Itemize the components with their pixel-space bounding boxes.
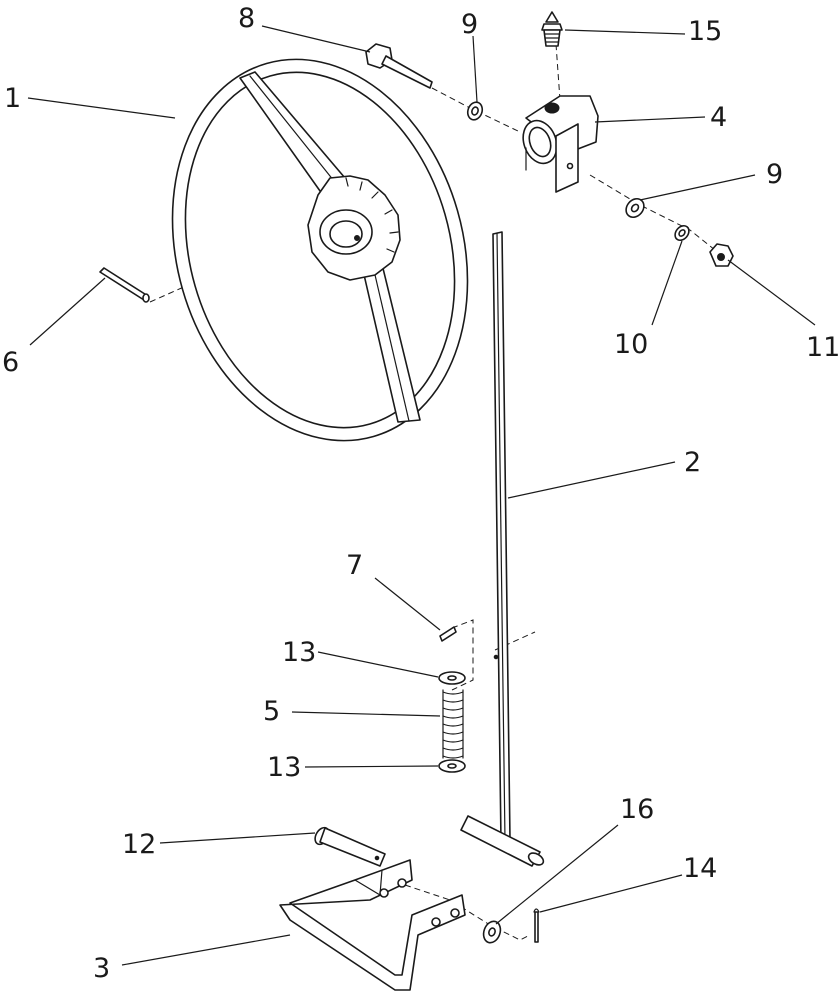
callout-11: 11: [806, 332, 840, 363]
washer-16: [482, 920, 502, 944]
spring: [442, 689, 464, 759]
steering-column: [460, 231, 545, 867]
hex-nut: [709, 243, 734, 267]
callout-4: 4: [710, 102, 727, 133]
callout-12: 12: [122, 829, 156, 860]
washer-9-upper: [466, 101, 484, 121]
clevis-pin: [314, 826, 386, 867]
leader-lines: [27, 25, 816, 966]
callout-15: 15: [688, 16, 722, 47]
bolt: [365, 43, 433, 89]
callout-16: 16: [620, 794, 654, 825]
lock-washer: [674, 224, 690, 242]
callout-7: 7: [346, 550, 363, 581]
clamp-block: [522, 95, 599, 193]
washer-9-lower: [625, 197, 645, 219]
roll-pin-7: [439, 626, 457, 642]
callout-5: 5: [263, 696, 280, 727]
callout-14: 14: [683, 853, 717, 884]
callout-13-lower: 13: [267, 752, 301, 783]
steering-wheel: [171, 58, 469, 442]
mounting-bracket: [279, 859, 466, 991]
roll-pin-6: [99, 267, 150, 303]
callout-8: 8: [238, 3, 255, 34]
callout-13-upper: 13: [282, 637, 316, 668]
cotter-pin: [533, 908, 540, 943]
washer-13-upper: [438, 671, 466, 685]
callout-2: 2: [684, 447, 701, 478]
callout-3: 3: [93, 953, 110, 984]
callout-1: 1: [4, 83, 21, 114]
callout-10: 10: [614, 329, 648, 360]
callout-9-upper: 9: [461, 9, 478, 40]
grease-fitting: [541, 11, 563, 47]
callout-labels: 1 2 3 4 5 6 7 8 9 9 10 11 12 13 13 14 15…: [2, 3, 840, 984]
callout-9-lower: 9: [766, 159, 783, 190]
washer-13-lower: [438, 759, 466, 773]
callout-6: 6: [2, 347, 19, 378]
